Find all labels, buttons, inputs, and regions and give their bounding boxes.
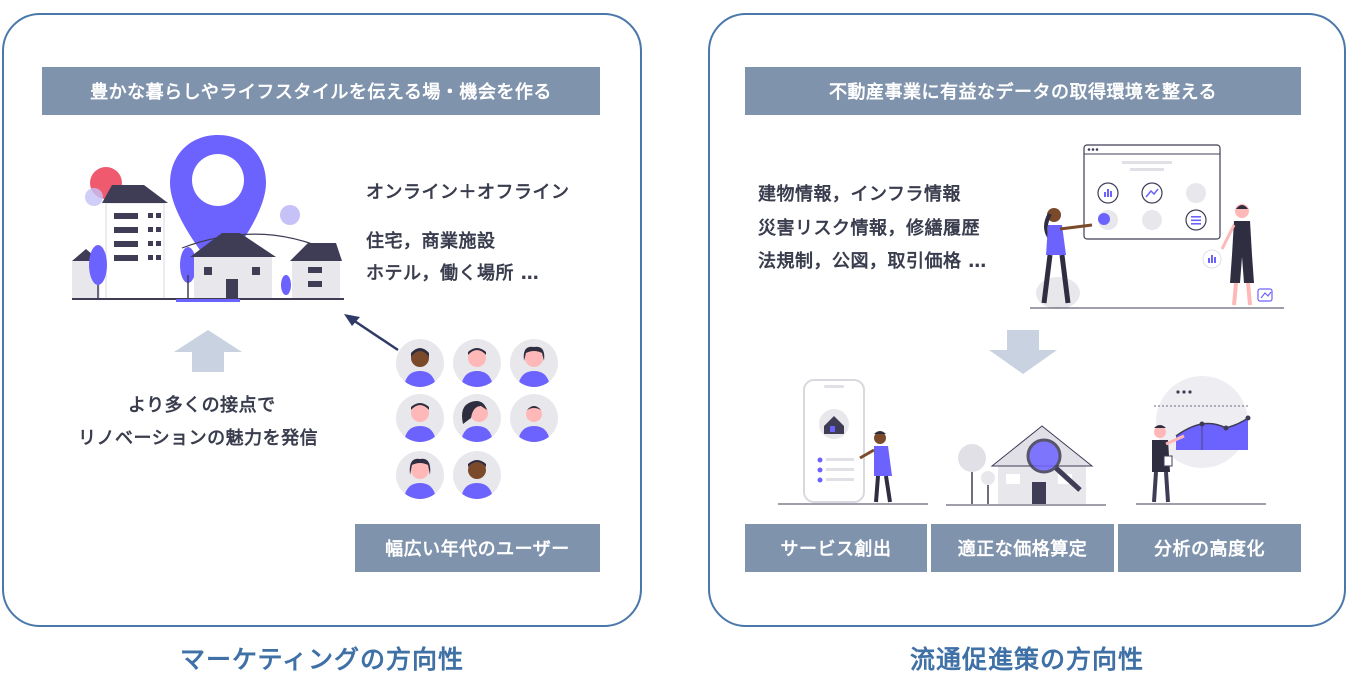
distribution-caption: 流通促進策の方向性 xyxy=(708,640,1346,676)
places-text-1: 住宅，商業施設 xyxy=(366,227,496,253)
dashboard-icon xyxy=(1026,143,1286,311)
user-avatar-icon xyxy=(453,394,501,442)
data-text-3: 法規制，公図，取引価格 … xyxy=(758,247,987,273)
users-label: 幅広い年代のユーザー xyxy=(355,524,600,572)
distribution-banner: 不動産事業に有益なデータの取得環境を整える xyxy=(745,67,1301,115)
data-text-1: 建物情報，インフラ情報 xyxy=(758,180,961,206)
marketing-banner: 豊かな暮らしやライフスタイルを伝える場・機会を作る xyxy=(42,67,600,115)
user-avatar-icon xyxy=(510,394,558,442)
user-avatar-icon xyxy=(453,451,501,499)
data-text-2: 災害リスク情報，修繕履歴 xyxy=(758,214,980,240)
message-text-1: より多くの接点で xyxy=(128,391,276,417)
up-arrow-icon xyxy=(174,330,242,372)
user-avatar-icon xyxy=(396,394,444,442)
marketing-caption: マーケティングの方向性 xyxy=(2,640,642,676)
message-text-2: リノベーションの魅力を発信 xyxy=(78,424,318,450)
down-arrow-icon xyxy=(989,330,1057,374)
phone-house-icon xyxy=(778,378,928,508)
outcome-price-assessment: 適正な価格算定 xyxy=(931,524,1114,572)
user-avatar-icon xyxy=(396,339,444,387)
channels-text: オンライン＋オフライン xyxy=(366,178,570,204)
user-avatar-icon xyxy=(453,339,501,387)
user-avatar-icon xyxy=(396,451,444,499)
places-text-2: ホテル，働く場所 … xyxy=(366,259,539,285)
user-avatar-icon xyxy=(510,339,558,387)
diagonal-arrow-icon xyxy=(342,310,402,354)
outcome-advanced-analysis: 分析の高度化 xyxy=(1118,524,1301,572)
analytics-presenter-icon xyxy=(1136,372,1266,508)
house-magnifier-icon xyxy=(946,416,1106,508)
city-buildings-icon xyxy=(72,133,344,305)
outcome-service-creation: サービス創出 xyxy=(745,524,927,572)
